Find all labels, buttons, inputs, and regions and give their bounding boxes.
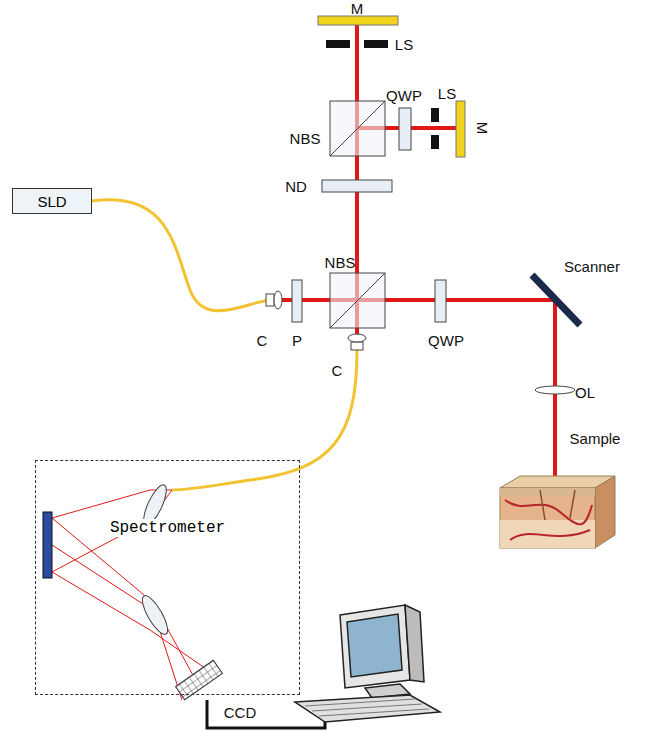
waveplate-label: QWP [386, 88, 422, 103]
box-text: SLD [37, 193, 66, 210]
fiber [172, 350, 357, 490]
stop [326, 40, 350, 48]
splitter-label: NBS [290, 131, 321, 146]
polarizer [292, 280, 302, 322]
filter-label: ND [285, 179, 307, 194]
beam [282, 25, 555, 478]
mirror [318, 16, 398, 25]
stop-label: LS [395, 37, 413, 52]
tissue [500, 476, 615, 548]
collimator-label: C [257, 333, 268, 348]
stop [431, 108, 439, 122]
polarizer-label: P [292, 333, 302, 348]
fiber [92, 200, 272, 311]
spectrometer-box: Spectrometer [35, 460, 300, 695]
spectrometer-optics [43, 482, 222, 700]
collimator [266, 291, 366, 350]
lens-label: OL [575, 385, 595, 400]
stop [431, 135, 439, 149]
stop-label: LS [438, 86, 456, 101]
scanner-mirror [532, 275, 580, 325]
stop [364, 40, 388, 48]
waveplate [435, 280, 446, 322]
mirror-label: M [475, 122, 490, 135]
ccd-label: CCD [224, 705, 257, 720]
sample-label: Sample [570, 431, 621, 446]
source-box: SLD [12, 188, 92, 214]
collimator-label: C [332, 363, 343, 378]
computer [295, 605, 440, 722]
waveplate-label: QWP [428, 333, 464, 348]
nd-filter [322, 180, 392, 192]
mirror [456, 101, 465, 157]
scanner-label: Scanner [564, 259, 620, 274]
mirror-label: M [351, 1, 364, 16]
beam-splitter [330, 101, 385, 156]
box-text: Spectrometer [108, 519, 227, 537]
beam-splitter [330, 273, 385, 328]
waveplate [399, 108, 411, 150]
splitter-label: NBS [325, 255, 356, 270]
lens [535, 386, 575, 394]
